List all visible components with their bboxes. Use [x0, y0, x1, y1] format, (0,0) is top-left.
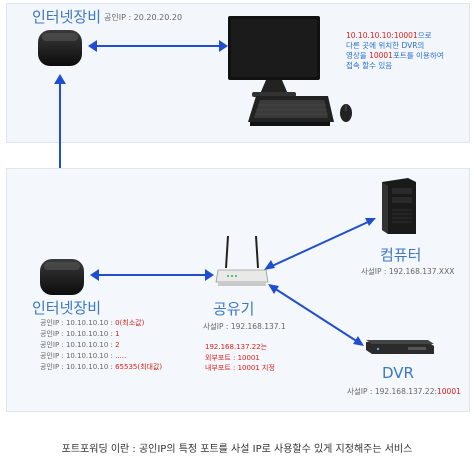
arrow-device-router [90, 269, 214, 281]
dvr-private-ip: 사설IP : 192.168.137.22:10001 [347, 387, 461, 396]
arrow-router-dvr [268, 284, 364, 346]
ip-row: 공인IP : 10.10.10.10 : 2 [40, 341, 120, 349]
router-device-icon [40, 259, 84, 295]
mouse-icon [340, 104, 352, 122]
caption: 포트포워딩 이란 : 공인IP의 특정 포트를 사설 IP로 사용할수 있게 지… [61, 444, 413, 455]
bottom-device-label: 인터넷장비 [32, 299, 102, 317]
monitor-icon [228, 16, 320, 97]
top-public-ip: 공인IP : 20.20.20.20 [104, 13, 183, 22]
note-line-4: 접속 할수 있음 [346, 61, 393, 70]
router-note-line: 내부포트 : 10001 지정 [205, 364, 275, 372]
router-device-icon [38, 30, 82, 66]
computer-tower-icon [382, 178, 416, 234]
dvr-icon [366, 340, 434, 354]
wifi-router-icon [215, 235, 269, 286]
note-line-3: 영상을 10001포트를 이용하여 [346, 51, 444, 60]
dvr-label: DVR [382, 364, 414, 382]
router-private-ip: 사설IP : 192.168.137.1 [203, 322, 286, 331]
ip-row: 공인IP : 10.10.10.10 : 0(최소값) [40, 319, 145, 327]
note-line-1: 10.10.10.10:10001으로 [346, 31, 432, 40]
top-device-label: 인터넷장비 [32, 8, 102, 26]
router-label: 공유기 [213, 300, 255, 318]
note-line-2: 다른 곳에 위치한 DVR의 [346, 41, 425, 50]
ip-row: 공인IP : 10.10.10.10 : 65535(최대값) [40, 363, 163, 371]
router-note-line: 192.168.137.22는 [205, 343, 268, 351]
top-note: 10.10.10.10:10001으로 다른 곳에 위치한 DVR의 영상을 1… [346, 31, 444, 71]
arrow-top-horizontal [88, 40, 228, 52]
ip-list: 공인IP : 10.10.10.10 : 0(최소값) 공인IP : 10.10… [40, 318, 162, 373]
router-note-line: 외부포트 : 10001 [205, 353, 260, 362]
keyboard-icon [248, 96, 334, 126]
arrow-router-computer [264, 218, 376, 270]
router-port-note: 192.168.137.22는 외부포트 : 10001 내부포트 : 1000… [205, 342, 275, 374]
ip-row: 공인IP : 10.10.10.10 : ..... [40, 352, 127, 360]
computer-private-ip: 사설IP : 192.168.137.XXX [361, 267, 455, 276]
ip-row: 공인IP : 10.10.10.10 : 1 [40, 330, 120, 338]
computer-label: 컴퓨터 [380, 246, 422, 264]
